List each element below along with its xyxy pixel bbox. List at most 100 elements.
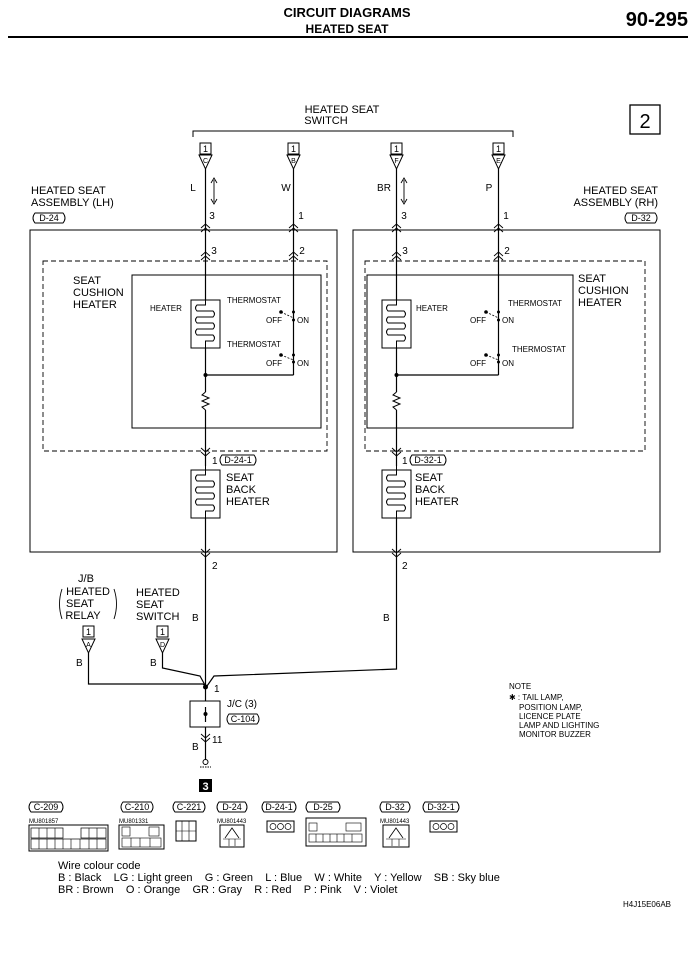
junction-pin-in: 1 <box>214 684 220 695</box>
svg-text:D-32-1: D-32-1 <box>414 455 442 465</box>
switch-pin-e: 1 E <box>491 142 506 171</box>
rh-cushion-label-3: HEATER <box>578 297 622 309</box>
lh-cushion-label-1: SEAT <box>73 275 101 287</box>
lh-cushion-label-3: HEATER <box>73 299 117 311</box>
rh-bottom-pin: 2 <box>402 561 408 572</box>
connector-tag-c104: C-104 <box>226 713 260 725</box>
note-line-1: ✱ : TAIL LAMP, <box>509 693 563 702</box>
lh-back-label-2: BACK <box>226 484 257 496</box>
lh-back-pin: 1 <box>212 456 218 467</box>
svg-text:C-209: C-209 <box>34 802 59 812</box>
lh-on-1: ON <box>297 316 309 325</box>
rh-back-label-1: SEAT <box>415 472 443 484</box>
svg-text:F: F <box>394 158 398 165</box>
ground-ref-box <box>199 779 212 792</box>
ground-ref-number: 3 <box>202 781 208 793</box>
svg-text:D-32: D-32 <box>631 213 651 223</box>
connector-chevrons <box>200 223 504 261</box>
connector-d32: D-32 MU801443 <box>379 801 411 848</box>
note-title: NOTE <box>509 682 531 691</box>
rh-on-2: ON <box>502 359 514 368</box>
note-line-2: POSITION LAMP, <box>519 703 582 712</box>
svg-text:1: 1 <box>86 627 91 637</box>
junction-pin-out: 11 <box>212 735 223 746</box>
pin-number: 3 <box>401 211 407 222</box>
connector-c209: C-209 MU801857 <box>28 801 109 852</box>
svg-text:1: 1 <box>291 144 296 154</box>
rh-back-pin: 1 <box>402 456 408 467</box>
switch-pin-c: 1 C <box>198 142 213 171</box>
pin-number: 1 <box>503 211 509 222</box>
rh-assembly-label-2: ASSEMBLY (RH) <box>573 197 658 209</box>
lh-thermostat-label-1: THERMOSTAT <box>227 296 281 305</box>
rh-cushion-label-2: CUSHION <box>578 285 629 297</box>
svg-text:MU801857: MU801857 <box>29 819 59 825</box>
lh-thermostat-switch-2 <box>279 353 295 364</box>
page-index-box <box>629 104 661 135</box>
shield-arrow-icon <box>210 177 218 205</box>
svg-text:B: B <box>291 158 296 165</box>
page-subtitle: HEATED SEAT <box>306 22 390 36</box>
pin-number: 2 <box>504 246 510 257</box>
rh-cushion-dashed-box <box>364 260 646 452</box>
connector-tag-d32-1: D-32-1 <box>409 454 447 466</box>
rh-thermostat-label-1: THERMOSTAT <box>508 299 562 308</box>
switch2-connector-d: 1 D <box>155 625 170 655</box>
connector-tag-d24-1: D-24-1 <box>219 454 257 466</box>
svg-text:1: 1 <box>496 144 501 154</box>
pin-number: 1 <box>298 211 304 222</box>
rh-heater-element <box>381 299 412 349</box>
connector-d25: D-25 <box>305 801 367 847</box>
svg-text:C: C <box>203 158 208 165</box>
ground-icon <box>200 759 211 768</box>
svg-text:D-24: D-24 <box>222 802 242 812</box>
connector-tag-d24: D-24 <box>32 212 66 224</box>
lh-wires <box>204 169 500 375</box>
svg-text:A: A <box>86 642 91 649</box>
relay-label-3: SEAT <box>66 598 94 610</box>
connector-c221: C-221 <box>172 801 206 842</box>
figure-code: H4J15E06AB <box>623 900 671 909</box>
lh-thermostat-switch-1 <box>279 310 295 322</box>
page-index-number: 2 <box>639 111 650 133</box>
svg-text:D: D <box>160 642 165 649</box>
svg-text:1: 1 <box>160 627 165 637</box>
wire-label-l: L <box>190 183 196 194</box>
wire-label-br: BR <box>377 183 391 194</box>
pin-number: 3 <box>211 246 217 257</box>
rh-back-heater-element <box>381 466 412 519</box>
rh-on-1: ON <box>502 316 514 325</box>
lh-assembly-label-1: HEATED SEAT <box>31 185 106 197</box>
svg-text:C-104: C-104 <box>231 714 256 724</box>
svg-text:C-210: C-210 <box>125 802 150 812</box>
connector-d24-1: D-24-1 <box>261 801 297 833</box>
svg-text:D-24-1: D-24-1 <box>224 455 252 465</box>
rh-assembly-box <box>352 229 661 553</box>
wire-code-line-2: BR : Brown O : Orange GR : Gray R : Red … <box>58 884 398 896</box>
lh-back-label-3: HEATER <box>226 496 270 508</box>
rh-back-label-2: BACK <box>415 484 446 496</box>
switch-pin-f: 1 F <box>389 142 404 171</box>
svg-text:MU801443: MU801443 <box>380 819 410 825</box>
lh-thermostat-label-2: THERMOSTAT <box>227 340 281 349</box>
junction-wire: B <box>192 742 199 753</box>
rh-thermostat-switch-1 <box>484 310 500 322</box>
rh-assembly-label-1: HEATED SEAT <box>583 185 658 197</box>
page-number: 90-295 <box>626 9 688 31</box>
relay-connector-a: 1 A <box>81 625 96 655</box>
switch2-wire: B <box>150 658 157 669</box>
wire-code-title: Wire colour code <box>58 860 141 872</box>
shield-arrow-icon <box>400 177 408 205</box>
lh-cushion-label-2: CUSHION <box>73 287 124 299</box>
pin-number: 3 <box>209 211 215 222</box>
note-line-5: MONITOR BUZZER <box>519 730 591 739</box>
switch-label-line2: SWITCH <box>304 115 347 127</box>
lh-off-1: OFF <box>266 316 282 325</box>
svg-text:D-25: D-25 <box>313 802 333 812</box>
lh-on-2: ON <box>297 359 309 368</box>
connector-d24: D-24 MU801443 <box>216 801 248 848</box>
lh-back-heater-element <box>190 466 221 519</box>
switch2-label-3: SWITCH <box>136 611 179 623</box>
wire-code-line-1: B : Black LG : Light green G : Green L :… <box>58 872 500 884</box>
